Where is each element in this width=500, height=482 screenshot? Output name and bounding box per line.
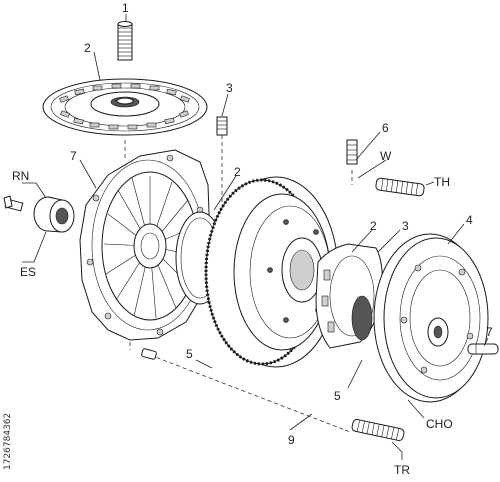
clutch-disc-part-2 (42, 78, 208, 136)
label-4: 4 (466, 213, 473, 227)
label-7-left: 7 (70, 149, 77, 163)
label-w: W (380, 149, 392, 163)
leader-lines (22, 14, 489, 460)
label-es: ES (20, 265, 36, 279)
damper-plate-part-2-3 (315, 243, 383, 349)
label-9: 9 (288, 433, 295, 447)
pressure-plate-part-7 (79, 149, 211, 341)
side-watermark-id: 1726784362 (3, 413, 13, 470)
label-5-right: 5 (334, 389, 341, 403)
flywheel-cover-part-4 (373, 233, 489, 403)
spring-th (375, 177, 425, 197)
label-rn: RN (12, 169, 29, 183)
stud-part-6 (346, 139, 358, 165)
stud-part-3 (216, 116, 228, 136)
label-tr: TR (394, 463, 410, 477)
splined-shaft-part-1 (117, 21, 133, 61)
callout-labels: 1 2 3 6 W RN 7 TH 2 2 3 4 ES 7 5 5 CHO 9… (12, 1, 493, 477)
label-2-centre: 2 (234, 165, 241, 179)
label-2-top: 2 (84, 41, 91, 55)
flywheel-ring-gear (204, 176, 339, 368)
release-bearing-es (33, 196, 75, 233)
label-5-centre: 5 (186, 347, 193, 361)
label-th: TH (434, 175, 450, 189)
label-cho: CHO (426, 417, 453, 431)
label-3-top: 3 (226, 81, 233, 95)
label-7-right: 7 (486, 325, 493, 339)
label-3-right: 3 (402, 219, 409, 233)
bolt-rn (3, 195, 24, 212)
stud-part-5-left (141, 348, 157, 360)
pin-part-7 (467, 343, 499, 355)
label-1: 1 (122, 1, 129, 15)
label-6: 6 (382, 121, 389, 135)
spring-tr (351, 418, 405, 442)
label-2-right: 2 (370, 219, 377, 233)
